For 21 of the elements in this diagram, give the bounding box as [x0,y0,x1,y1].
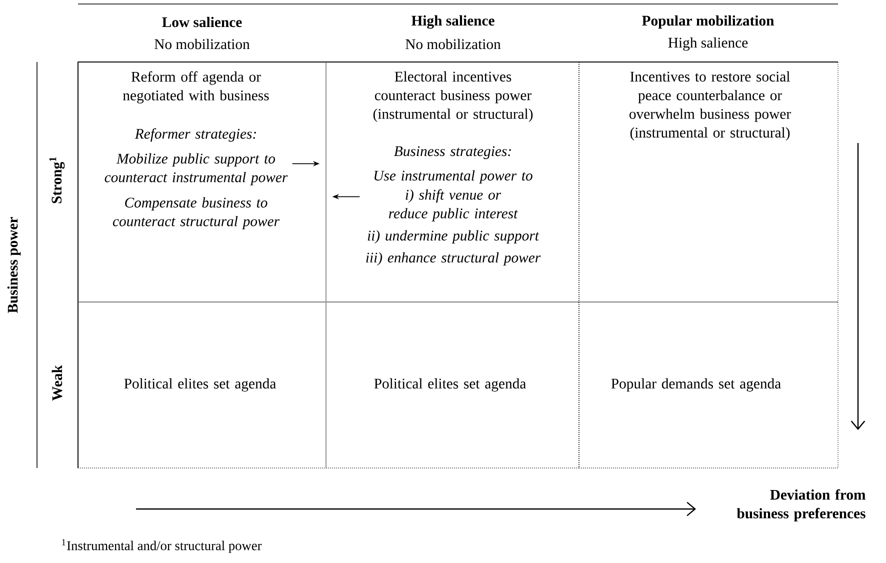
cell-heading: Popular demands set agenda [611,378,781,392]
footnote: $^{1}$Instrumental and/or structural power [62,539,262,553]
cell-heading: Political elites set agenda [374,378,526,392]
column-heading: Popular mobilization [642,15,774,29]
strategy-text: iii) enhance structural power [366,252,541,266]
strategy-text: Mobilize public support to counteract instrumental power [104,153,288,186]
column-heading: Low salience [162,16,242,28]
column-heading: High salience [412,15,494,29]
cell-heading: Political elites set agenda [124,378,276,392]
strategy-text: Use instrumental power to [374,170,532,184]
strategy-heading: Reformer strategies: [134,128,256,142]
cell-heading: Incentives to restore social peace counterbalance or overwhelm business power (instrumental or structural) [630,71,791,141]
cell-heading: Electoral incentives counteract business power (instrumental or structural) [373,71,533,122]
strategy-heading: Business strategies: [394,146,511,160]
axis-label: Deviation from business preferences [736,489,866,522]
strategy-text: Compensate business to counteract structural power [112,197,280,230]
cell-heading: Reform off agenda or negotiated with business [123,71,269,104]
strategy-text: ii) undermine public support [368,230,540,244]
axis-label: Business power [7,217,21,314]
row-label: Weak [52,365,62,401]
strategy-text: i) shift venue or reduce public interest [388,189,518,222]
